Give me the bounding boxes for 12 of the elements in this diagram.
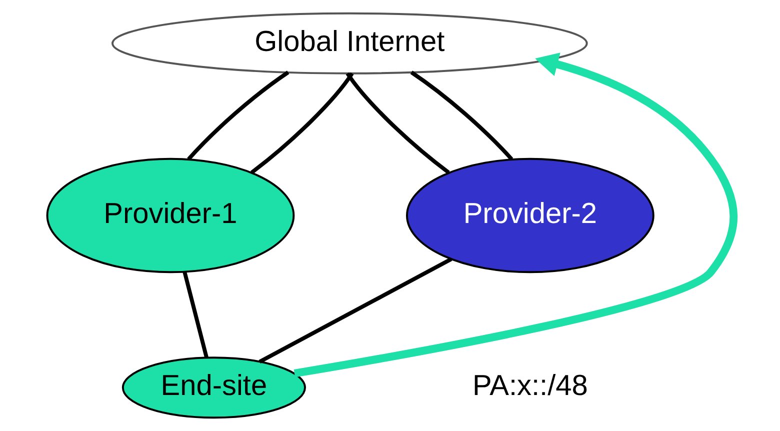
arrow xyxy=(293,52,738,378)
label: PA:x::/48 xyxy=(472,370,588,402)
connector xyxy=(182,271,208,358)
connector xyxy=(410,70,513,161)
node-ellipse: Provider-2 xyxy=(406,158,654,274)
connector xyxy=(258,257,452,364)
node-ellipse: Global Internet xyxy=(111,12,588,74)
node-ellipse: Provider-1 xyxy=(46,158,294,274)
connector xyxy=(250,72,354,174)
node-ellipse: End-site xyxy=(121,356,306,419)
connector xyxy=(345,72,450,174)
connector xyxy=(186,70,289,161)
